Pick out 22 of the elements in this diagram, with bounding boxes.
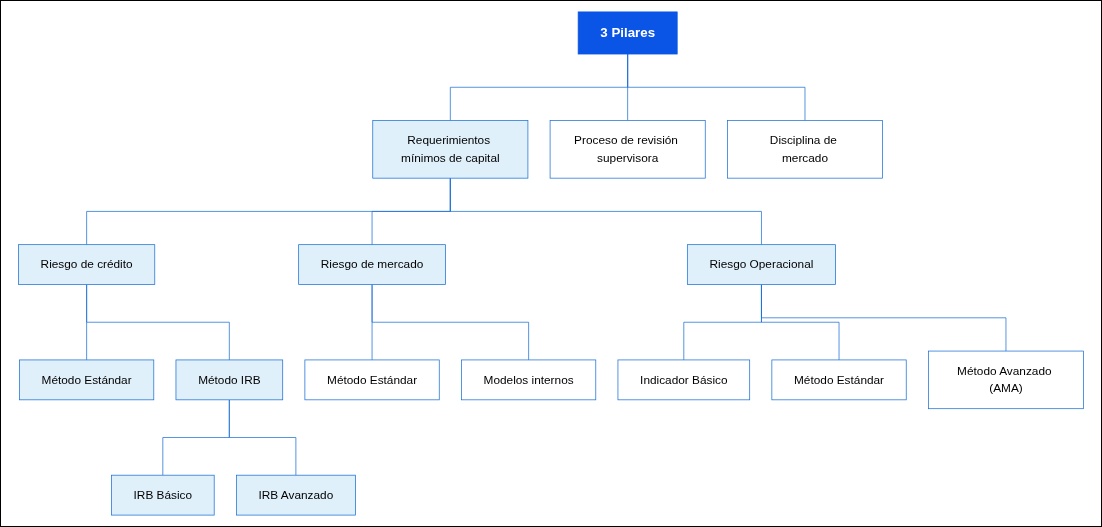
node-box: IRB Básico (111, 474, 215, 516)
node-box: Riesgo Operacional (687, 244, 836, 285)
node-box: IRB Avanzado (236, 474, 356, 516)
node-box: Método Avanzado (AMA) (928, 350, 1084, 410)
node-box: Modelos internos (461, 359, 597, 401)
node-box: Método IRB (175, 359, 284, 401)
connector (627, 53, 806, 121)
connector (449, 177, 762, 246)
connector (86, 284, 230, 361)
node-box: Método Estándar (19, 359, 155, 401)
node-box: Método Estándar (771, 359, 907, 401)
node-box: Disciplina de mercado (727, 120, 883, 179)
connector (228, 399, 297, 476)
node-box: Proceso de revisión supervisora (549, 120, 706, 179)
node-box: Requerimientos mínimos de capital (372, 120, 529, 179)
connector (761, 284, 1007, 352)
node-box: Indicador Básico (617, 359, 751, 401)
node-box: 3 Pilares (577, 11, 678, 55)
connector (371, 284, 529, 361)
node-box: Método Estándar (304, 359, 440, 401)
node-box: Riesgo de mercado (298, 244, 446, 285)
node-box: Riesgo de crédito (18, 244, 156, 285)
